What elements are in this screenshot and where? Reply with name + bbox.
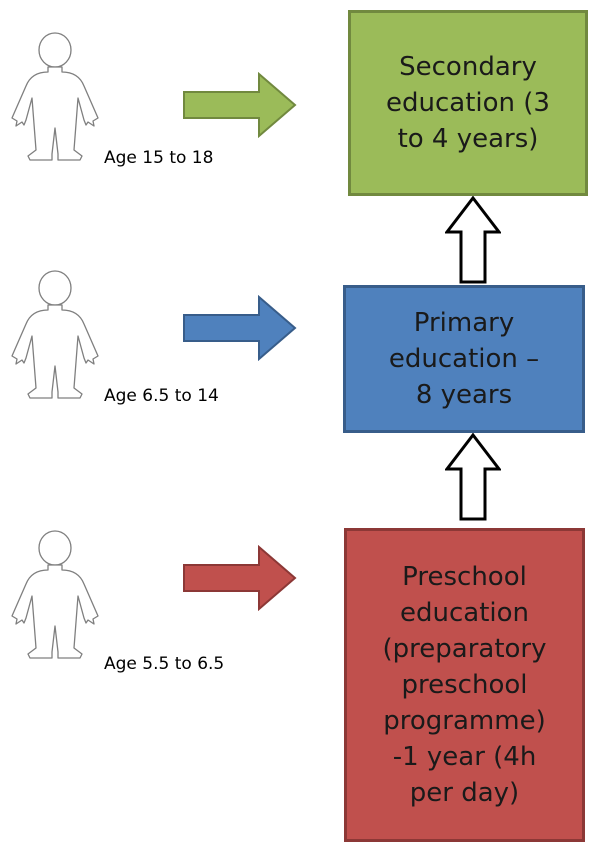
arrow-right-icon xyxy=(183,545,297,611)
arrow-right-icon xyxy=(183,72,297,138)
secondary-education-text: Secondary education (3 to 4 years) xyxy=(386,52,550,154)
secondary-education-box: Secondary education (3 to 4 years) xyxy=(348,10,588,196)
primary-education-box: Primary education – 8 years xyxy=(343,285,585,433)
age-label-preschool: Age 5.5 to 6.5 xyxy=(104,654,225,674)
arrow-up-icon xyxy=(445,196,501,284)
primary-education-text: Primary education – 8 years xyxy=(388,308,540,410)
age-label-secondary: Age 15 to 18 xyxy=(104,148,214,168)
child-outline-icon xyxy=(11,270,99,399)
arrow-right-icon xyxy=(183,295,297,361)
child-outline-icon xyxy=(11,32,99,161)
child-outline-icon xyxy=(11,530,99,659)
preschool-education-text: Preschool education (preparatory prescho… xyxy=(382,562,547,808)
preschool-education-box: Preschool education (preparatory prescho… xyxy=(344,528,585,842)
arrow-up-icon xyxy=(445,433,501,521)
age-label-primary: Age 6.5 to 14 xyxy=(104,386,219,406)
